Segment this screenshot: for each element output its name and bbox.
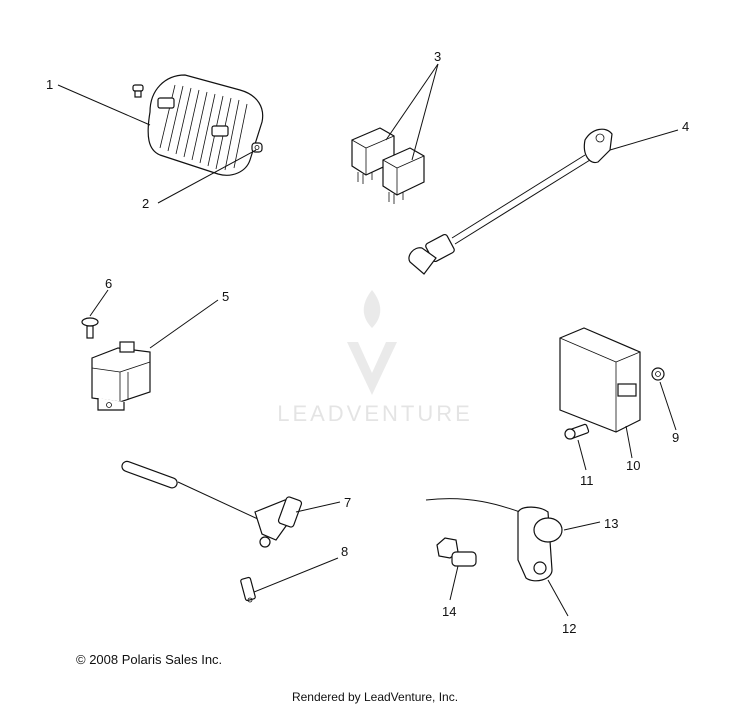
part-9-nut bbox=[651, 367, 665, 381]
copyright-text: © 2008 Polaris Sales Inc. bbox=[76, 652, 223, 667]
part-3-relays bbox=[351, 127, 425, 204]
part-8-bolt bbox=[240, 576, 256, 603]
part-6-screw bbox=[81, 317, 99, 339]
part-5-relay-with-bracket bbox=[91, 341, 151, 411]
callout-7: 7 bbox=[344, 495, 351, 510]
callout-10: 10 bbox=[626, 458, 640, 473]
part-7-speed-sensor bbox=[121, 460, 303, 548]
part-11-bolt bbox=[564, 423, 590, 440]
callout-14: 14 bbox=[442, 604, 456, 619]
callout-labels: 1 2 3 4 5 6 7 8 9 10 11 12 13 14 bbox=[46, 49, 689, 636]
leadventure-watermark-logo: LEADVENTURE bbox=[277, 290, 473, 426]
callout-6: 6 bbox=[105, 276, 112, 291]
callout-11: 11 bbox=[580, 473, 594, 488]
callout-1: 1 bbox=[46, 77, 53, 92]
part-13-switch-button bbox=[533, 517, 563, 543]
callout-4: 4 bbox=[682, 119, 689, 134]
callout-13: 13 bbox=[604, 516, 618, 531]
callout-12: 12 bbox=[562, 621, 576, 636]
callout-2: 2 bbox=[142, 196, 149, 211]
callout-3: 3 bbox=[434, 49, 441, 64]
part-10-control-module bbox=[559, 327, 641, 433]
leader-lines bbox=[57, 63, 679, 617]
rendered-by-text: Rendered by LeadVenture, Inc. bbox=[291, 690, 459, 704]
callout-9: 9 bbox=[672, 430, 679, 445]
part-14-bolt bbox=[436, 537, 477, 567]
part-4-wire-harness bbox=[408, 128, 613, 275]
part-1-screw-top bbox=[132, 84, 144, 98]
callout-5: 5 bbox=[222, 289, 229, 304]
part-1-voltage-regulator bbox=[147, 74, 264, 176]
callout-8: 8 bbox=[341, 544, 348, 559]
watermark-text: LEADVENTURE bbox=[277, 401, 473, 426]
part-2-screw bbox=[251, 142, 263, 153]
